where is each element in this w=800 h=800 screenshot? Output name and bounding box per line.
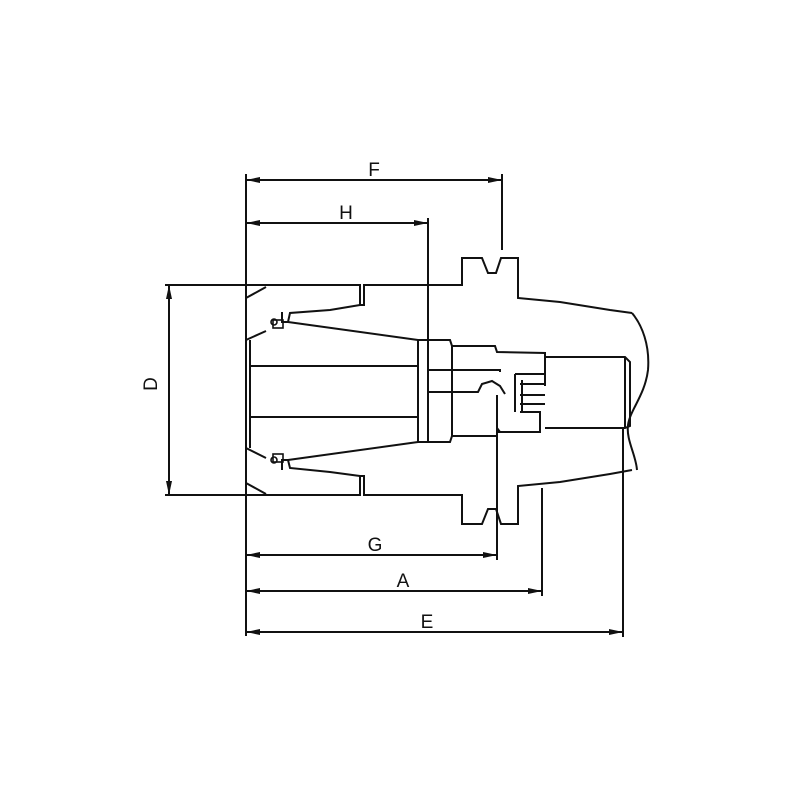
dimension-label-h: H <box>339 203 353 224</box>
dimension-label-f: F <box>368 160 380 181</box>
dimension-label-g: G <box>368 535 383 556</box>
dimension-label-a: A <box>397 571 410 592</box>
drawbar-detail <box>418 339 631 443</box>
dimension-lines <box>165 174 624 637</box>
collet-region <box>250 304 419 477</box>
dimension-label-e: E <box>421 612 434 633</box>
holder-body-outline <box>245 257 650 525</box>
dimension-label-d: D <box>141 377 162 391</box>
